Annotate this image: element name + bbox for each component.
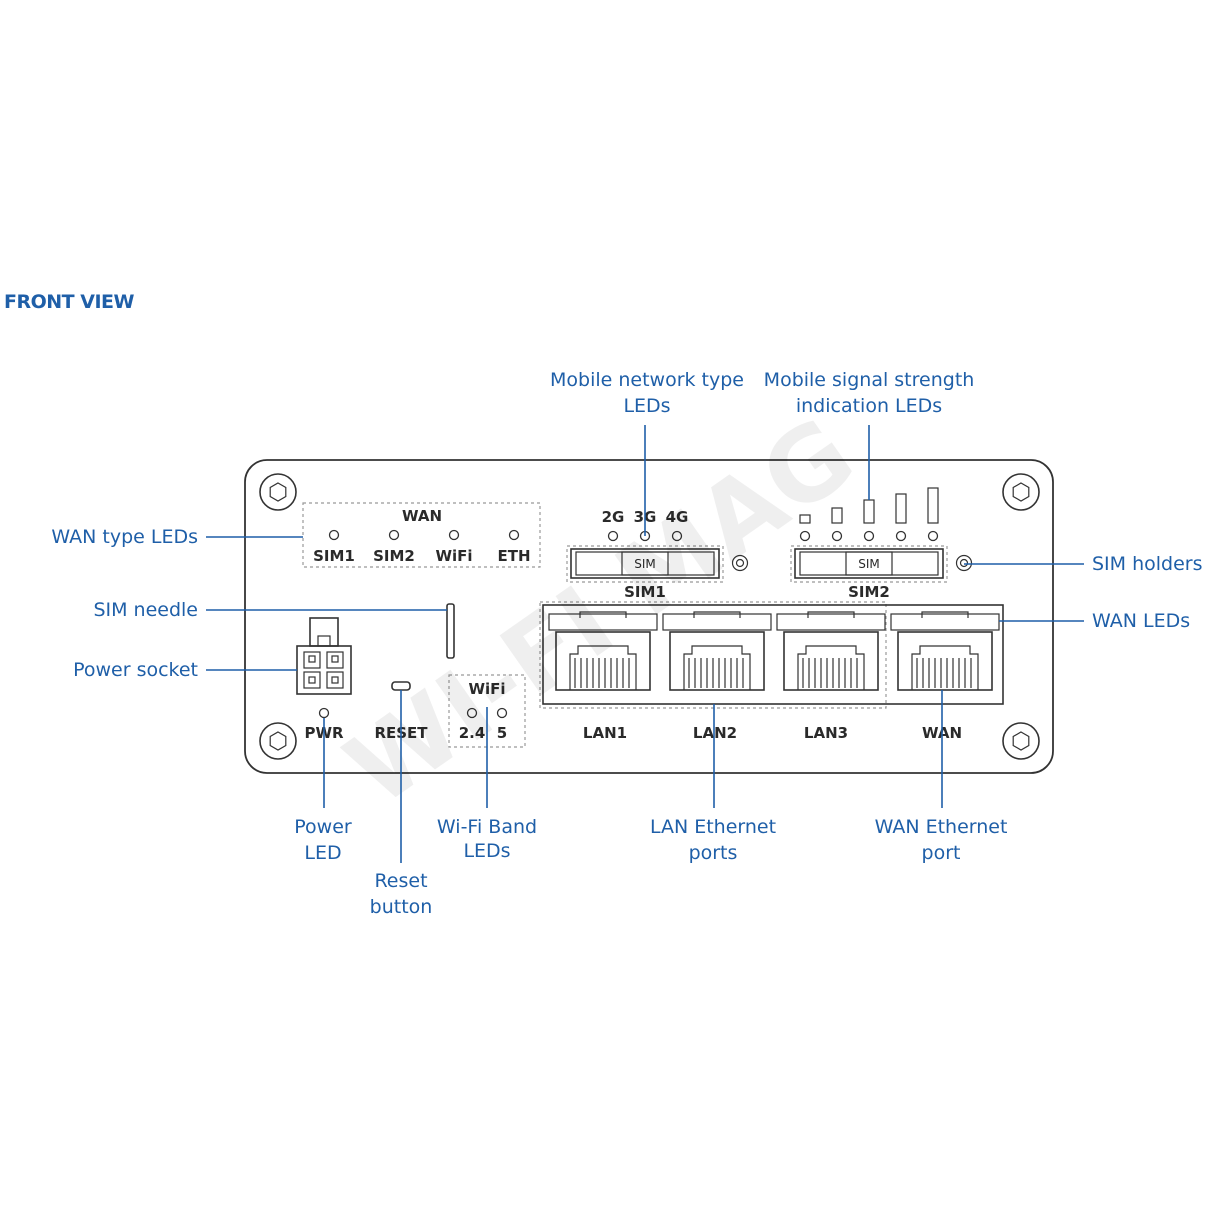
wan-led-label-sim2: SIM2: [373, 547, 415, 565]
network-led-label-2g: 2G: [602, 508, 625, 526]
callout-wan-port-line2: port: [922, 842, 961, 864]
wan-led-label-wifi: WiFi: [435, 547, 472, 565]
wan-led-label-sim1: SIM1: [313, 547, 355, 565]
signal-led-4: [895, 530, 907, 542]
page-title: FRONT VIEW: [4, 291, 134, 313]
callout-reset-line1: Reset: [374, 870, 427, 892]
wan-group-label: WAN: [402, 507, 442, 525]
wan-led-sim2: [388, 529, 400, 541]
device-chassis: [244, 459, 1054, 774]
signal-led-5: [927, 530, 939, 542]
wan-led-sim1: [328, 529, 340, 541]
wan-led-wifi: [448, 529, 460, 541]
callout-power-socket: Power socket: [73, 659, 198, 681]
wifi-band-led-group: WiFi 2.4 5: [448, 674, 526, 748]
sim-label-2: SIM2: [848, 583, 890, 601]
sim-eject-2: [955, 554, 973, 572]
wifi-led-5: [496, 707, 508, 719]
callout-wan-leds: WAN LEDs: [1092, 610, 1190, 632]
ethernet-port-block: [542, 604, 1004, 705]
signal-bar-1: [799, 514, 811, 524]
sim-holder-2: SIM SIM2: [790, 545, 948, 601]
callout-signal-line2: indication LEDs: [796, 395, 942, 417]
signal-led-2: [831, 530, 843, 542]
wifi-label: WiFi: [468, 680, 505, 698]
callout-signal-line1: Mobile signal strength: [764, 369, 975, 391]
signal-led-3: [863, 530, 875, 542]
sim-label-1: SIM1: [624, 583, 666, 601]
callout-network-type-line1: Mobile network type: [550, 369, 744, 391]
callout-lan-ports-line1: LAN Ethernet: [650, 816, 776, 838]
wifi-band-label-5: 5: [497, 724, 507, 742]
power-led: [318, 707, 330, 719]
sim-needle: [446, 603, 455, 659]
port-label-lan2: LAN2: [693, 724, 737, 742]
signal-led-1: [799, 530, 811, 542]
network-led-4g: [671, 530, 683, 542]
wifi-led-24: [466, 707, 478, 719]
callout-wan-type: WAN type LEDs: [51, 526, 198, 548]
ethernet-port-lan1: [555, 611, 651, 691]
screw-top-right: [1002, 473, 1040, 511]
wan-type-led-group: WAN SIM1 SIM2 WiFi ETH: [302, 502, 541, 568]
callout-wifi-band-line1: Wi-Fi Band: [437, 816, 537, 838]
callout-sim-holders: SIM holders: [1092, 553, 1203, 575]
network-led-label-4g: 4G: [666, 508, 689, 526]
wan-led-label-eth: ETH: [497, 547, 530, 565]
callout-power-led-line2: LED: [304, 842, 341, 864]
sim-eject-1: [731, 554, 749, 572]
lan-ports-group: [539, 601, 887, 709]
sim-slot-1-text: SIM: [634, 557, 656, 571]
screw-bottom-left: [259, 722, 297, 760]
callout-network-type-line2: LEDs: [623, 395, 670, 417]
callout-power-led-line1: Power: [294, 816, 352, 838]
port-label-lan3: LAN3: [804, 724, 848, 742]
sim-slot-2-text: SIM: [858, 557, 880, 571]
screw-bottom-right: [1002, 722, 1040, 760]
ethernet-port-lan2: [669, 611, 765, 691]
ethernet-port-lan3: [783, 611, 879, 691]
signal-bar-4: [895, 493, 907, 524]
ethernet-port-wan: [897, 611, 993, 691]
signal-bar-2: [831, 507, 843, 524]
network-led-2g: [607, 530, 619, 542]
signal-bar-5: [927, 487, 939, 524]
sim-holder-1: SIM SIM1: [566, 545, 724, 601]
callout-lan-ports-line2: ports: [689, 842, 738, 864]
callout-reset-line2: button: [370, 896, 433, 918]
wan-led-strips: [548, 613, 1000, 631]
screw-top-left: [259, 473, 297, 511]
port-label-lan1: LAN1: [583, 724, 627, 742]
callout-wifi-band-line2: LEDs: [463, 840, 510, 862]
wifi-band-label-24: 2.4: [459, 724, 486, 742]
callout-wan-port-line1: WAN Ethernet: [875, 816, 1008, 838]
wan-led-eth: [508, 529, 520, 541]
callout-sim-needle: SIM needle: [93, 599, 198, 621]
